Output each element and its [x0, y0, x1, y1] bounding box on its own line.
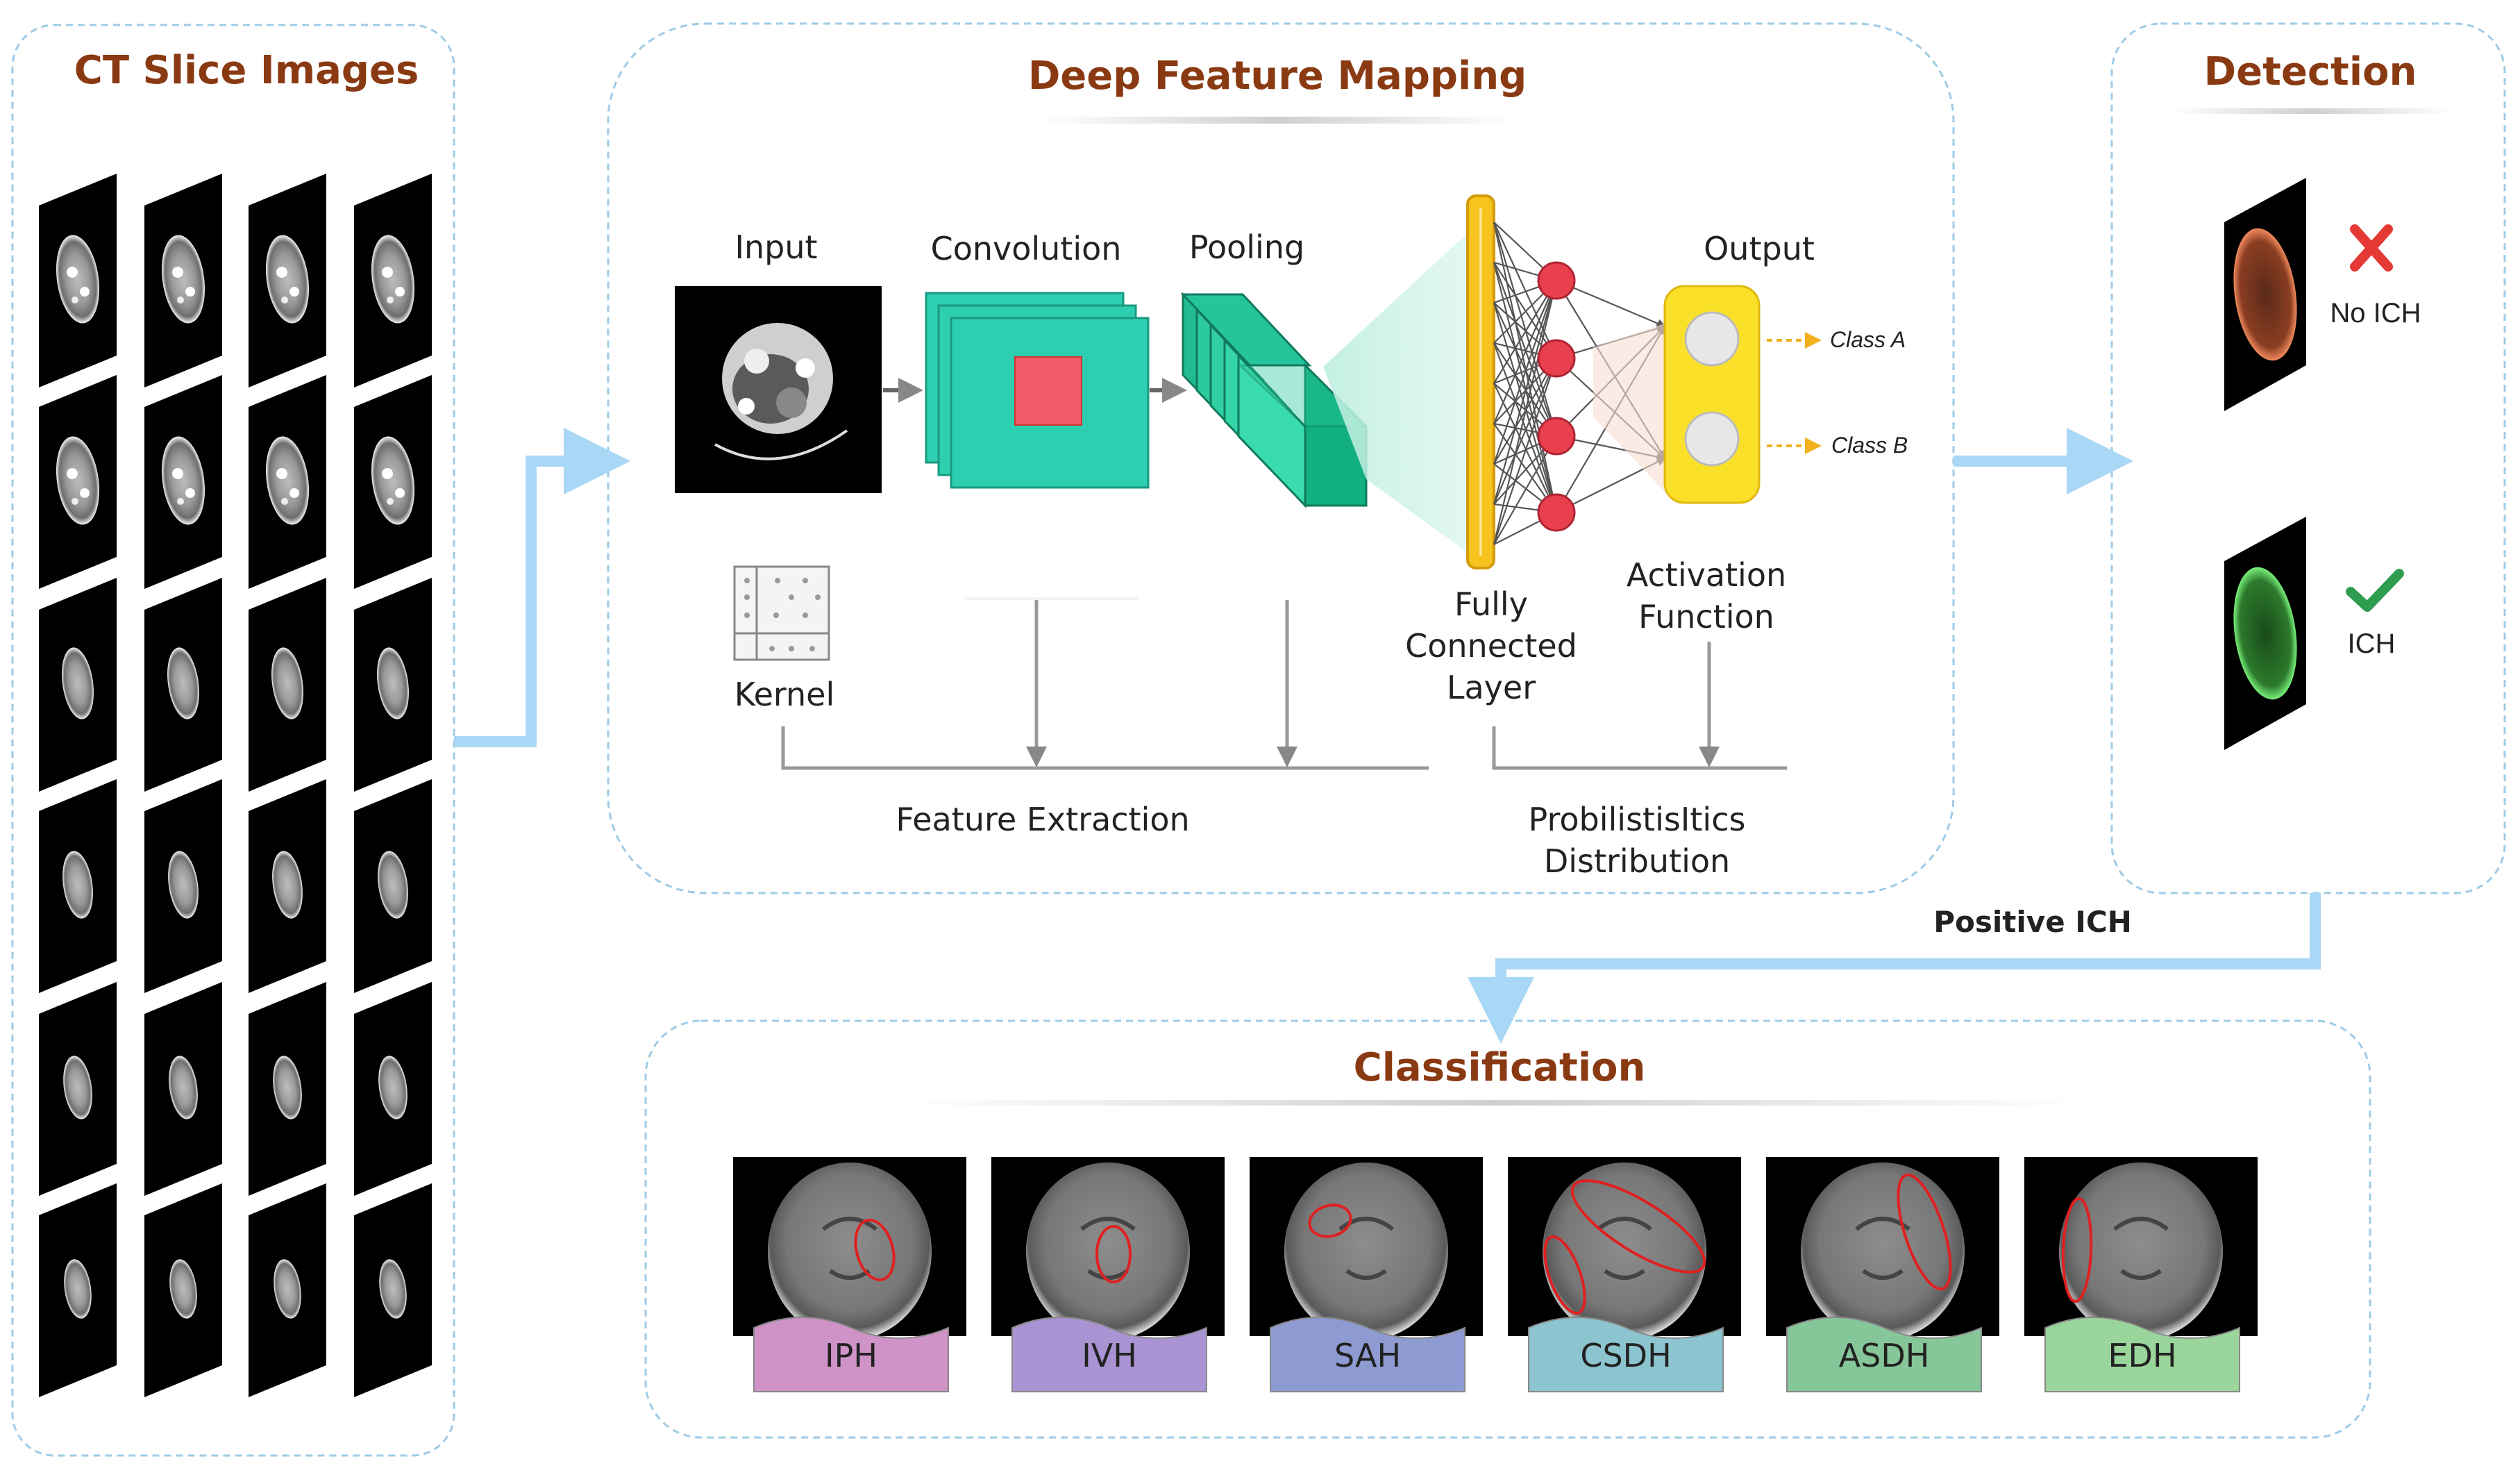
ct-slice-thumbnail: [249, 1183, 326, 1397]
output-label: Output: [1704, 230, 1815, 267]
subtype-ivh: IVH: [991, 1157, 1225, 1392]
conv-kernel-window: [1014, 356, 1082, 426]
distribution-label-line2: Distribution: [1544, 842, 1730, 880]
title-underline: [902, 1100, 2083, 1106]
ct-slice-thumbnail: [144, 174, 222, 388]
subtype-tag-bg: [1270, 1317, 1465, 1392]
ct-slices-panel: [11, 24, 455, 1457]
activation-label-line2: Function: [1638, 598, 1774, 635]
ct-slice-thumbnail: [249, 982, 326, 1196]
ct-slice-thumbnail: [354, 375, 432, 589]
output-node-a: [1684, 311, 1740, 367]
lesion-marker: [1897, 1173, 1952, 1291]
subtype-row: IPH IVH SAH CSDH ASDH EDH: [733, 1157, 2258, 1392]
subtype-asdh: ASDH: [1766, 1157, 1999, 1392]
input-ct-content: [714, 323, 848, 460]
subtype-tag-bg: [1011, 1317, 1207, 1392]
output-node-b: [1684, 411, 1740, 467]
subtype-tag-bg: [1786, 1317, 1982, 1392]
lesion-marker: [1543, 1235, 1586, 1315]
negative-ct-slice: [2224, 178, 2306, 411]
ct-slice-thumbnail: [39, 1183, 117, 1397]
fc-label-line1: Fully: [1454, 585, 1528, 623]
neuron: [1537, 493, 1576, 532]
projection-beam: [1323, 229, 1472, 556]
flow-arrow-to-feature: [454, 428, 630, 747]
positive-ct-slice: [2224, 517, 2306, 750]
kernel-icon: [733, 565, 830, 661]
distribution-label-line1: ProbilistisItics: [1529, 801, 1746, 838]
kernel-label: Kernel: [734, 676, 835, 713]
fc-label-line2: Connected: [1405, 627, 1577, 665]
ich-label: ICH: [2348, 628, 2396, 659]
ct-slice-thumbnail: [354, 982, 432, 1196]
class-b-label: Class B: [1831, 433, 1908, 458]
activation-label-line1: Activation: [1627, 556, 1786, 594]
detection-title: Detection: [2204, 49, 2417, 94]
convolution-label: Convolution: [931, 230, 1122, 267]
lesion-marker: [1570, 1179, 1706, 1274]
neuron: [1537, 417, 1576, 456]
ct-slice-thumbnail: [39, 578, 117, 792]
detection-panel: [2110, 22, 2506, 894]
ct-slice-thumbnail: [354, 174, 432, 388]
subtype-tag-bg: [2044, 1317, 2240, 1392]
lesion-marker: [1308, 1203, 1352, 1238]
ct-slice-grid: [39, 174, 432, 1397]
ct-slice-thumbnail: [39, 982, 117, 1196]
feature-extraction-label: Feature Extraction: [896, 801, 1189, 838]
positive-ich-label: Positive ICH: [1933, 905, 2132, 939]
ct-slice-thumbnail: [354, 578, 432, 792]
pooling-label: Pooling: [1189, 228, 1304, 266]
ct-slice-thumbnail: [249, 174, 326, 388]
ct-slice-thumbnail: [144, 779, 222, 993]
neuron: [1537, 339, 1576, 378]
title-underline: [1041, 117, 1513, 124]
ct-slices-title: CT Slice Images: [74, 48, 419, 93]
class-a-label: Class A: [1830, 327, 1906, 352]
ct-slice-thumbnail: [39, 174, 117, 388]
flow-arrow-to-classification: [1468, 893, 2321, 1044]
neuron: [1537, 261, 1576, 300]
ct-slice-thumbnail: [249, 375, 326, 589]
cross-icon: [2350, 224, 2393, 272]
subtype-edh: EDH: [2024, 1157, 2258, 1392]
feature-extraction-bracket: [781, 597, 1429, 770]
ct-slice-thumbnail: [249, 779, 326, 993]
subtype-label: CSDH: [1580, 1337, 1671, 1374]
subtype-label: EDH: [2108, 1337, 2176, 1374]
ct-slice-thumbnail: [39, 375, 117, 589]
deep-feature-title: Deep Feature Mapping: [1028, 53, 1527, 99]
subtype-csdh: CSDH: [1508, 1157, 1741, 1392]
lesion-marker: [1095, 1225, 1132, 1283]
subtype-label: SAH: [1334, 1337, 1401, 1374]
subtype-sah: SAH: [1250, 1157, 1483, 1392]
ct-slice-thumbnail: [249, 578, 326, 792]
input-label: Input: [734, 228, 817, 266]
subtype-label: IPH: [825, 1337, 877, 1374]
subtype-tag-bg: [1528, 1317, 1724, 1392]
no-ich-label: No ICH: [2330, 298, 2421, 328]
ct-slice-thumbnail: [354, 779, 432, 993]
subtype-iph: IPH: [733, 1157, 966, 1392]
classification-title: Classification: [1354, 1045, 1646, 1090]
ct-slice-thumbnail: [144, 578, 222, 792]
fc-label-line3: Layer: [1447, 669, 1536, 706]
ct-slice-thumbnail: [354, 1183, 432, 1397]
subtype-label: ASDH: [1839, 1337, 1930, 1374]
ct-slice-thumbnail: [144, 375, 222, 589]
lesion-marker: [854, 1218, 896, 1282]
ct-slice-thumbnail: [144, 982, 222, 1196]
subtype-tag-bg: [753, 1317, 949, 1392]
lesion-marker: [2061, 1197, 2093, 1303]
subtype-label: IVH: [1082, 1337, 1137, 1374]
ct-slice-thumbnail: [144, 1183, 222, 1397]
distribution-bracket: [1492, 642, 1787, 770]
title-underline: [2173, 108, 2451, 114]
activation-beam: [1593, 323, 1666, 493]
ct-slice-thumbnail: [39, 779, 117, 993]
check-icon: [2346, 569, 2404, 612]
